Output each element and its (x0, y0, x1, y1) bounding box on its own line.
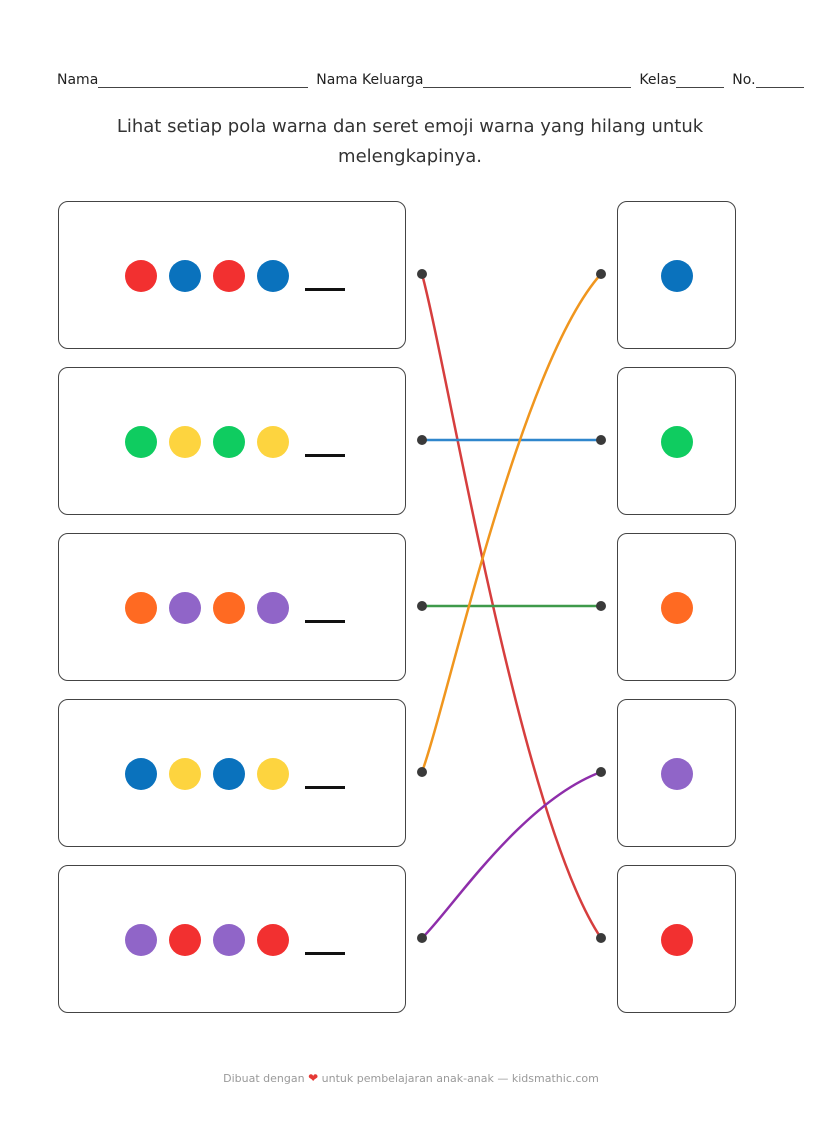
left-connector-dot[interactable] (417, 435, 427, 445)
answer-blank[interactable] (305, 453, 345, 457)
right-connector-dot[interactable] (596, 601, 606, 611)
blue-circle-icon (257, 260, 289, 292)
footer-prefix: Dibuat dengan (223, 1072, 305, 1085)
orange-circle-icon (213, 592, 245, 624)
pattern-row (125, 260, 345, 292)
footer: Dibuat dengan ❤ untuk pembelajaran anak-… (0, 1071, 822, 1085)
class-field[interactable] (676, 73, 725, 88)
answer-card[interactable] (617, 699, 736, 847)
left-connector-dot[interactable] (417, 269, 427, 279)
green-circle-icon (213, 426, 245, 458)
blue-circle-icon[interactable] (661, 260, 693, 292)
orange-circle-icon[interactable] (661, 592, 693, 624)
blue-circle-icon (169, 260, 201, 292)
pattern-row (125, 592, 345, 624)
class-label: Kelas (639, 72, 677, 88)
answer-card[interactable] (617, 367, 736, 515)
name-field[interactable] (98, 73, 309, 88)
right-connector-dot[interactable] (596, 435, 606, 445)
blue-circle-icon (125, 758, 157, 790)
yellow-circle-icon (257, 426, 289, 458)
number-field[interactable] (755, 73, 804, 88)
answer-card[interactable] (617, 533, 736, 681)
pattern-row (125, 924, 345, 956)
left-connector-dot[interactable] (417, 601, 427, 611)
purple-circle-icon (125, 924, 157, 956)
pattern-row (125, 426, 345, 458)
right-connector-dot[interactable] (596, 269, 606, 279)
connection-line[interactable] (420, 272, 603, 774)
yellow-circle-icon (169, 426, 201, 458)
footer-suffix: untuk pembelajaran anak-anak — kidsmathi… (321, 1072, 599, 1085)
purple-circle-icon (257, 592, 289, 624)
answer-blank[interactable] (305, 287, 345, 291)
red-circle-icon (257, 924, 289, 956)
family-name-label: Nama Keluarga (316, 72, 424, 88)
answer-blank[interactable] (305, 785, 345, 789)
right-connector-dot[interactable] (596, 933, 606, 943)
answer-blank[interactable] (305, 619, 345, 623)
green-circle-icon (125, 426, 157, 458)
blue-circle-icon (213, 758, 245, 790)
instruction-text: Lihat setiap pola warna dan seret emoji … (116, 116, 704, 167)
yellow-circle-icon (169, 758, 201, 790)
right-connector-dot[interactable] (596, 767, 606, 777)
header: Nama Nama Keluarga Kelas No. (57, 68, 822, 88)
purple-circle-icon (169, 592, 201, 624)
purple-circle-icon (213, 924, 245, 956)
answer-card[interactable] (617, 201, 736, 349)
pattern-card (58, 367, 406, 515)
pattern-card (58, 533, 406, 681)
connection-line[interactable] (420, 272, 603, 940)
answer-blank[interactable] (305, 951, 345, 955)
red-circle-icon (125, 260, 157, 292)
red-circle-icon[interactable] (661, 924, 693, 956)
pattern-card (58, 201, 406, 349)
number-label: No. (732, 72, 756, 88)
heart-icon: ❤ (308, 1071, 319, 1085)
name-label: Nama (57, 72, 99, 88)
yellow-circle-icon (257, 758, 289, 790)
purple-circle-icon[interactable] (661, 758, 693, 790)
left-connector-dot[interactable] (417, 767, 427, 777)
pattern-card (58, 865, 406, 1013)
left-connector-dot[interactable] (417, 933, 427, 943)
answer-card[interactable] (617, 865, 736, 1013)
family-name-field[interactable] (423, 73, 632, 88)
pattern-card (58, 699, 406, 847)
connection-line[interactable] (420, 770, 603, 940)
pattern-row (125, 758, 345, 790)
green-circle-icon[interactable] (661, 426, 693, 458)
red-circle-icon (213, 260, 245, 292)
red-circle-icon (169, 924, 201, 956)
orange-circle-icon (125, 592, 157, 624)
